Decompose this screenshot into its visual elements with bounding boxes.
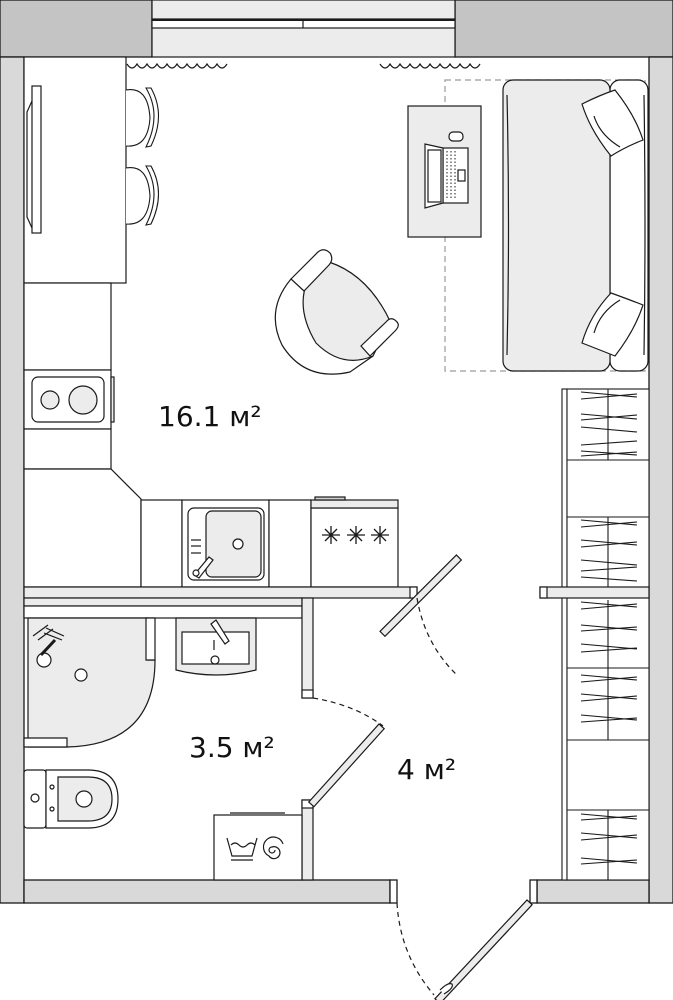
curtain-icon (126, 62, 481, 69)
toilet-icon (23, 769, 119, 829)
wall-right (648, 56, 673, 904)
wall-bottom-left (23, 879, 391, 904)
hob-icon (31, 376, 115, 423)
door-handle-icon (439, 983, 453, 995)
sink-icon (187, 507, 265, 581)
wall-top-left (0, 0, 153, 58)
wall-bottom-right (536, 879, 650, 904)
washbasin-icon (175, 617, 257, 676)
room-area-bathroom: 3.5 м² (189, 731, 275, 764)
kitchen-counter (23, 282, 142, 588)
sofa-icon (502, 79, 649, 372)
armchair-icon (274, 249, 399, 375)
door-jamb (389, 879, 398, 904)
door-jamb (529, 879, 538, 904)
dining-table (23, 56, 127, 284)
desk-with-laptop (407, 105, 482, 238)
door-bathroom (307, 697, 386, 808)
interior-walls (23, 586, 650, 881)
window (151, 0, 456, 58)
laptop-icon (424, 131, 469, 209)
hangers (580, 391, 638, 865)
door-living (379, 554, 463, 677)
wall-left (0, 56, 25, 904)
wall-top-right (454, 0, 673, 58)
tv-icon (31, 85, 42, 234)
snowflake-icon (322, 526, 389, 544)
wardrobe-icon (561, 388, 650, 881)
walls (0, 0, 673, 904)
room-area-hallway: 4 м² (397, 753, 456, 786)
door-entrance (396, 899, 533, 1000)
chair-icon (125, 87, 160, 226)
shower-icon (23, 617, 156, 748)
washing-machine-icon (213, 812, 303, 881)
fridge (310, 496, 399, 588)
doors (307, 554, 533, 1000)
room-area-living-kitchen: 16.1 м² (158, 400, 262, 433)
